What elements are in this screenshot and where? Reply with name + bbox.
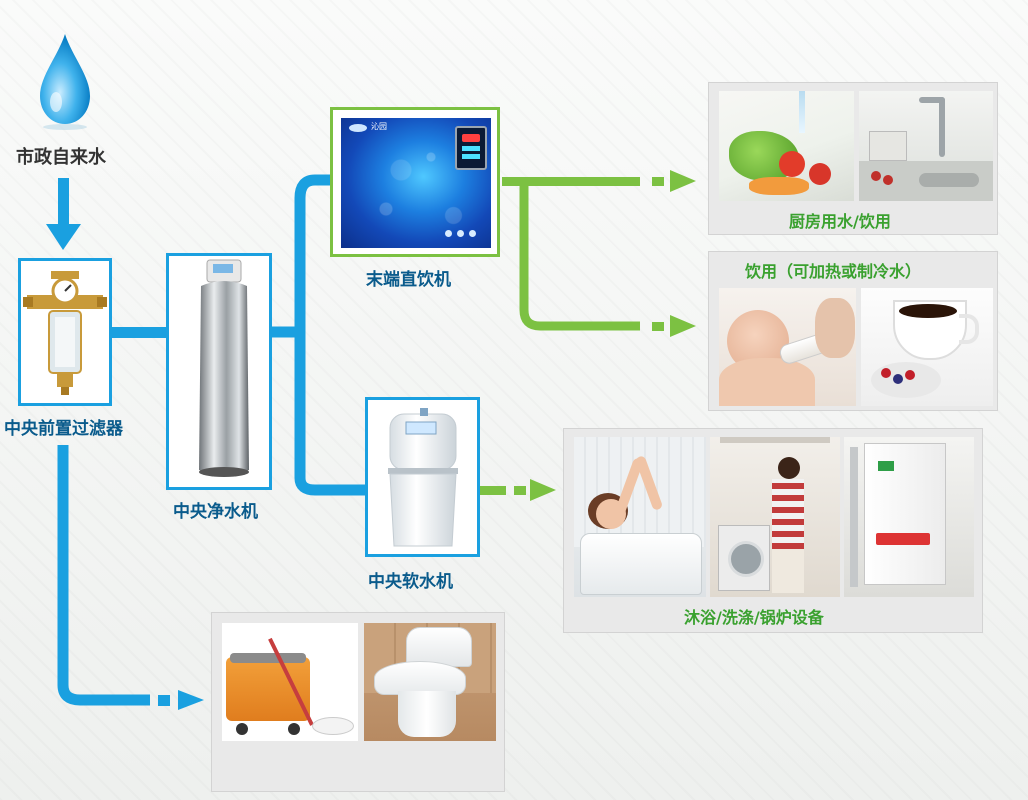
pipe-source-to-prefilter [46,178,81,250]
kitchen-sink-photo [859,91,993,201]
cleaning-card [211,612,505,792]
pipe-drinker-to-drinking [519,186,696,337]
pipe-softener-to-bath [480,479,556,501]
boiler-photo [844,437,974,597]
drinker-panel: 沁园 [341,118,491,248]
toilet-photo [364,623,496,741]
drinker-frame: 沁园 [330,107,500,257]
drinker-brand: 沁园 [371,122,387,131]
kitchen-label: 厨房用水/饮用 [789,212,891,231]
softener-label: 中央软水机 [368,572,453,592]
bath-label: 沐浴/洗涤/锅炉设备 [684,608,824,627]
drinker-brand-logo [349,124,367,132]
source-label: 市政自来水 [16,147,106,168]
pipe-drinker-to-kitchen [502,170,696,192]
bath-card: 沐浴/洗涤/锅炉设备 [563,428,983,633]
softener-frame [365,397,480,557]
laundry-photo [710,437,840,597]
mop-bucket-photo [222,623,358,741]
drinker-buttons [445,230,485,238]
prefilter-frame [18,258,112,406]
purifier-icon [199,259,249,477]
kitchen-card: 厨房用水/饮用 [708,82,998,235]
drinking-card: 饮用（可加热或制冷水） [708,251,998,411]
prefilter-label: 中央前置过滤器 [4,419,123,439]
water-drop-icon [34,32,96,130]
softener-icon [388,408,458,547]
purifier-label: 中央净水机 [173,502,258,522]
drinker-display [455,126,487,170]
coffee-cup-photo [861,288,993,406]
prefilter-icon [23,271,107,395]
bath-photo [574,437,706,597]
pipe-prefilter-to-cleaning [57,445,204,710]
drinker-label: 末端直饮机 [366,270,451,290]
baby-bottle-photo [719,288,856,406]
purifier-frame [166,253,272,490]
kitchen-vegetables-photo [719,91,854,201]
drinking-label: 饮用（可加热或制冷水） [745,262,922,281]
pipe-prefilter-to-purifier [112,327,166,338]
pipe-purifier-split [272,174,365,496]
